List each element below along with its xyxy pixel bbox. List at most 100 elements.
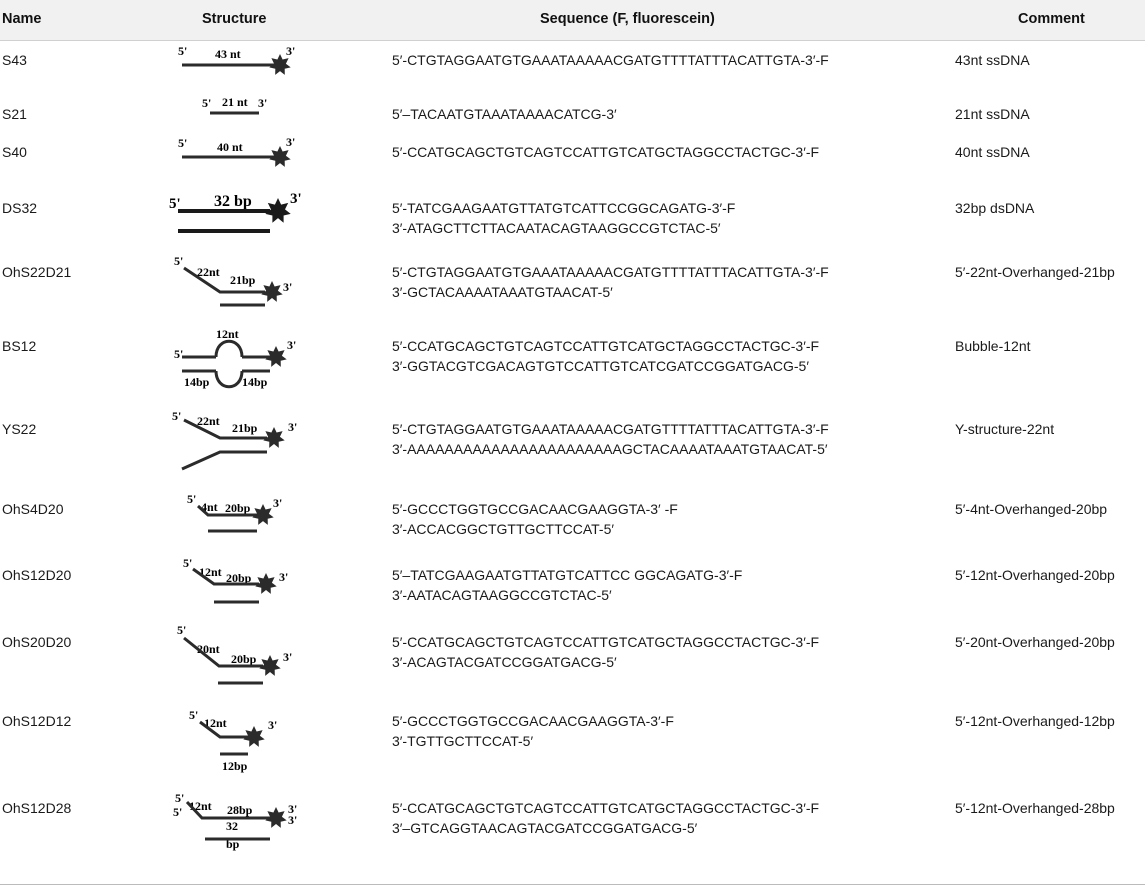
sequence-bottom-strand: 3′-TGTTGCTTCCAT-5′: [392, 733, 534, 749]
label-3prime: 3': [286, 44, 295, 58]
table-bottom-rule: [0, 884, 1145, 885]
label-duplex: 20bp: [231, 652, 257, 666]
label-length: 40 nt: [217, 140, 243, 154]
sequence-top-strand: 5′-CTGTAGGAATGTGAAATAAAAACGATGTTTTATTTAC…: [392, 52, 829, 68]
row-name: S43: [2, 52, 27, 68]
label-3prime: 3': [288, 420, 297, 434]
label-5prime: 5': [169, 196, 181, 212]
label-5prime-bottom: 5': [173, 805, 182, 819]
label-bubble: 12nt: [216, 327, 239, 341]
fluorescein-star-icon: [269, 54, 291, 75]
label-overhang: 20nt: [197, 642, 220, 656]
row-name: DS32: [2, 200, 38, 216]
fluorescein-star-icon: [263, 427, 285, 448]
row-comment: 21nt ssDNA: [955, 106, 1030, 122]
row-comment: 5′-12nt-Overhanged-20bp: [955, 567, 1115, 583]
sequence-top-strand: 5′-CCATGCAGCTGTCAGTCCATTGTCATGCTAGGCCTAC…: [392, 144, 820, 160]
label-duplex: 28bp: [227, 803, 253, 817]
sequence-top-strand: 5′–TACAATGTAAATAAAACATCG-3′: [392, 106, 617, 122]
row-comment: Y-structure-22nt: [955, 421, 1055, 437]
label-duplex: 21bp: [232, 421, 258, 435]
row-comment: 5′-12nt-Overhanged-12bp: [955, 713, 1115, 729]
structure-ohs4d20: 5' 4nt 20bp 3': [187, 492, 282, 533]
header-comment: Comment: [1018, 11, 1085, 27]
label-5prime-top: 5': [175, 791, 184, 805]
row-sequence: 5′-CCATGCAGCTGTCAGTCCATTGTCATGCTAGGCCTAC…: [392, 142, 819, 162]
label-5prime: 5': [183, 556, 192, 570]
sequence-bottom-strand: 3′-GCTACAAAATAAATGTAACAT-5′: [392, 284, 613, 300]
structure-ohs12d20: 5' 12nt 20bp 3': [183, 556, 288, 604]
sequence-top-strand: 5′-CTGTAGGAATGTGAAATAAAAACGATGTTTTATTTAC…: [392, 264, 829, 280]
row-sequence: 5′-CCATGCAGCTGTCAGTCCATTGTCATGCTAGGCCTAC…: [392, 632, 819, 672]
label-5prime: 5': [202, 96, 211, 110]
fluorescein-star-icon: [261, 281, 283, 302]
label-3prime: 3': [268, 718, 277, 732]
sequence-bottom-strand: 3′-ACCACGGCTGTTGCTTCCAT-5′: [392, 521, 614, 537]
label-bottom-length: 32: [226, 819, 238, 833]
label-5prime: 5': [174, 254, 183, 268]
row-comment: 40nt ssDNA: [955, 144, 1030, 160]
sequence-top-strand: 5′–TATCGAAGAATGTTATGTCATTCC GGCAGATG-3′-…: [392, 567, 743, 583]
structure-bs12: 12nt 5' 3' 14bp 14bp: [174, 327, 296, 389]
row-name: S21: [2, 106, 27, 122]
structure-s43: 5' 43 nt 3': [178, 44, 295, 75]
row-comment: 5′-22nt-Overhanged-21bp: [955, 264, 1115, 280]
sequence-bottom-strand: 3′-AAAAAAAAAAAAAAAAAAAAAAAGCTACAAAATAAAT…: [392, 441, 828, 457]
fluorescein-star-icon: [265, 346, 287, 367]
fluorescein-star-icon: [243, 726, 265, 747]
label-3prime: 3': [283, 280, 292, 294]
label-duplex: 21bp: [230, 273, 256, 287]
row-comment: 32bp dsDNA: [955, 200, 1035, 216]
sequence-top-strand: 5′-TATCGAAGAATGTTATGTCATTCCGGCAGATG-3′-F: [392, 200, 736, 216]
label-3prime: 3': [258, 96, 267, 110]
label-overhang: 12nt: [204, 716, 227, 730]
row-sequence: 5′–TACAATGTAAATAAAACATCG-3′: [392, 104, 617, 124]
label-3prime: 3': [283, 650, 292, 664]
sequence-top-strand: 5′-CTGTAGGAATGTGAAATAAAAACGATGTTTTATTTAC…: [392, 421, 829, 437]
row-name: S40: [2, 144, 27, 160]
label-length: 21 nt: [222, 95, 248, 109]
label-5prime: 5': [174, 347, 183, 361]
structure-ds32: 5' 32 bp 3': [169, 191, 302, 233]
label-3prime: 3': [287, 338, 296, 352]
row-sequence: 5′-CTGTAGGAATGTGAAATAAAAACGATGTTTTATTTAC…: [392, 262, 829, 302]
row-comment: Bubble-12nt: [955, 338, 1031, 354]
label-length: 43 nt: [215, 47, 241, 61]
sequence-bottom-strand: 3′-ATAGCTTCTTACAATACAGTAAGGCCGTCTAC-5′: [392, 220, 721, 236]
label-overhang: 22nt: [197, 414, 220, 428]
label-5prime: 5': [189, 708, 198, 722]
fluorescein-star-icon: [265, 807, 287, 828]
label-duplex: 20bp: [226, 571, 252, 585]
row-sequence: 5′-CCATGCAGCTGTCAGTCCATTGTCATGCTAGGCCTAC…: [392, 798, 819, 838]
sequence-bottom-strand: 3′–GTCAGGTAACAGTACGATCCGGATGACG-5′: [392, 820, 698, 836]
row-comment: 5′-20nt-Overhanged-20bp: [955, 634, 1115, 650]
row-sequence: 5′-CCATGCAGCTGTCAGTCCATTGTCATGCTAGGCCTAC…: [392, 336, 819, 376]
sequence-bottom-strand: 3′-AATACAGTAAGGCCGTCTAC-5′: [392, 587, 612, 603]
label-left-duplex: 14bp: [184, 375, 210, 389]
row-name: BS12: [2, 338, 37, 354]
row-sequence: 5′–TATCGAAGAATGTTATGTCATTCC GGCAGATG-3′-…: [392, 565, 742, 605]
row-name: OhS20D20: [2, 634, 72, 650]
row-sequence: 5′-CTGTAGGAATGTGAAATAAAAACGATGTTTTATTTAC…: [392, 419, 829, 459]
structure-ohs12d28: 5' 5' 12nt 28bp 3' 3' 32 bp: [173, 791, 297, 851]
row-sequence: 5′-TATCGAAGAATGTTATGTCATTCCGGCAGATG-3′-F…: [392, 198, 735, 238]
label-3prime-top: 3': [288, 802, 297, 816]
row-name: OhS12D20: [2, 567, 72, 583]
row-sequence: 5′-CTGTAGGAATGTGAAATAAAAACGATGTTTTATTTAC…: [392, 50, 829, 70]
sequence-top-strand: 5′-CCATGCAGCTGTCAGTCCATTGTCATGCTAGGCCTAC…: [392, 800, 820, 816]
row-comment: 5′-12nt-Overhanged-28bp: [955, 800, 1115, 816]
structure-ohs20d20: 5' 20nt 20bp 3': [177, 623, 292, 685]
row-name: OhS12D12: [2, 713, 72, 729]
label-3prime: 3': [290, 191, 302, 207]
sequence-top-strand: 5′-CCATGCAGCTGTCAGTCCATTGTCATGCTAGGCCTAC…: [392, 634, 820, 650]
fluorescein-star-icon: [269, 146, 291, 167]
label-3prime: 3': [279, 570, 288, 584]
label-5prime: 5': [187, 492, 196, 506]
label-3prime: 3': [273, 496, 282, 510]
structure-ohs22d21: 5' 22nt 21bp 3': [174, 254, 292, 307]
header-sequence: Sequence (F, fluorescein): [540, 11, 715, 27]
fluorescein-star-icon: [252, 504, 274, 525]
row-name: OhS22D21: [2, 264, 72, 280]
structure-ohs12d12: 5' 12nt 3' 12bp: [189, 708, 277, 773]
